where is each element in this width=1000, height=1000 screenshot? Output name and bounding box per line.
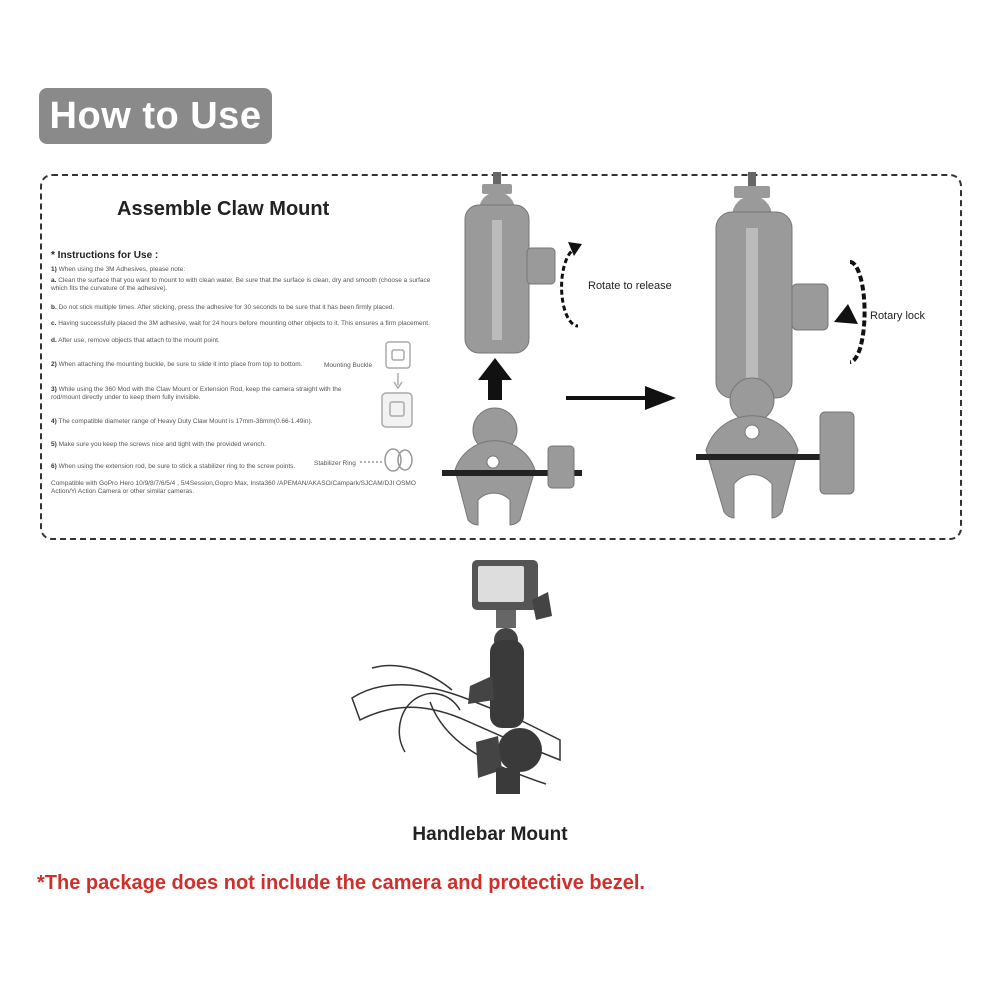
instructions-heading: * Instructions for Use :	[51, 250, 159, 261]
mounting-buckle-icon	[381, 341, 413, 428]
rotary-lock-icon	[834, 260, 867, 364]
assemble-title: Assemble Claw Mount	[117, 198, 330, 220]
ball-arm-icon	[464, 172, 556, 354]
rotate-release-label: Rotate to release	[588, 280, 672, 292]
instruction-item: 2) When attaching the mounting buckle, b…	[51, 361, 303, 368]
package-note: *The package does not include the camera…	[37, 872, 645, 894]
arrow-right-icon	[566, 386, 676, 410]
claw-clamp-icon	[442, 407, 582, 526]
stabilizer-ring-icon	[360, 448, 413, 472]
instruction-item: 4) The compatible diameter range of Heav…	[51, 418, 313, 425]
instruction-item: 5) Make sure you keep the screws nice an…	[51, 441, 266, 448]
handlebar-mount-illustration	[351, 560, 561, 794]
mounting-buckle-label: Mounting Buckle	[324, 362, 373, 369]
rotate-release-icon	[560, 242, 582, 328]
instruction-item: c. Having successfully placed the 3M adh…	[51, 320, 430, 327]
arrow-up-icon	[478, 358, 512, 400]
assembled-claw-mount-icon	[696, 172, 855, 519]
compatibility-text: Compatible with GoPro Hero 10/9/8/7/6/5/…	[51, 480, 416, 495]
instruction-item: d. After use, remove objects that attach…	[51, 337, 220, 344]
rotary-lock-label: Rotary lock	[870, 310, 926, 322]
stabilizer-ring-label: Stabilizer Ring	[314, 460, 356, 467]
instruction-item: a. Clean the surface that you want to mo…	[51, 277, 431, 292]
instruction-item: 6) When using the extension rod, be sure…	[51, 463, 296, 470]
handlebar-caption: Handlebar Mount	[412, 824, 568, 845]
instruction-item: b. Do not stick multiple times. After st…	[51, 304, 395, 311]
instruction-item: 1) When using the 3M Adhesives, please n…	[51, 266, 186, 273]
instruction-item: 3) While using the 360 Mod with the Claw…	[51, 386, 342, 401]
how-to-use-badge: How to Use	[39, 88, 272, 144]
